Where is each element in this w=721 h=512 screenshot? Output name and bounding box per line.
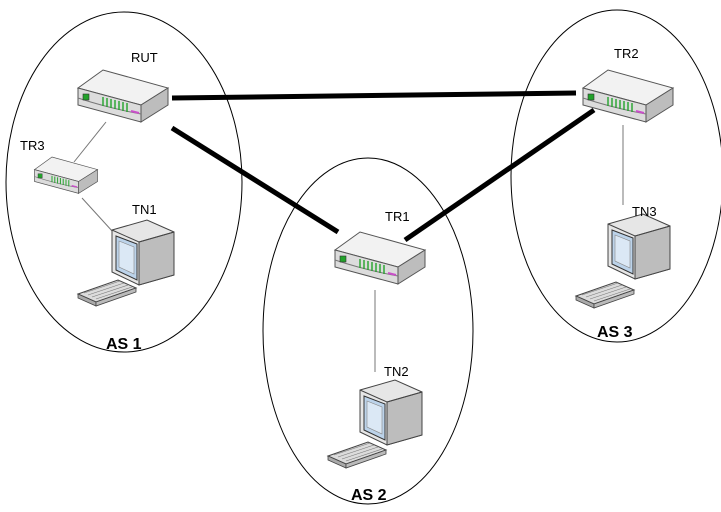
link-rut-tr3 <box>73 121 107 163</box>
link-rut-tr1 <box>170 125 340 235</box>
computer-icon <box>111 219 175 286</box>
router-icon <box>334 231 426 285</box>
keyboard-icon <box>327 441 387 469</box>
link-tr3-tn1 <box>81 197 114 233</box>
tn3-label: TN3 <box>632 204 657 219</box>
tn2-label: TN2 <box>384 364 409 379</box>
computer-icon <box>607 213 671 280</box>
keyboard-icon <box>77 279 137 307</box>
as3-boundary <box>510 9 721 343</box>
tr3-label: TR3 <box>20 138 45 153</box>
computer-icon <box>359 379 423 446</box>
rut-label: RUT <box>131 50 158 65</box>
link-rut-tr2 <box>171 90 577 101</box>
as3-label: AS 3 <box>597 324 633 341</box>
router-icon <box>582 69 674 123</box>
link-tr1-tr2 <box>403 107 596 243</box>
router-icon <box>33 156 99 195</box>
router-icon <box>77 69 169 123</box>
as2-boundary <box>262 157 474 505</box>
tn1-label: TN1 <box>132 202 157 217</box>
tr1-label: TR1 <box>385 209 410 224</box>
as2-label: AS 2 <box>351 487 387 504</box>
as1-label: AS 1 <box>106 336 142 353</box>
tr2-label: TR2 <box>614 46 639 61</box>
keyboard-icon <box>575 281 635 309</box>
as1-boundary <box>5 11 243 353</box>
